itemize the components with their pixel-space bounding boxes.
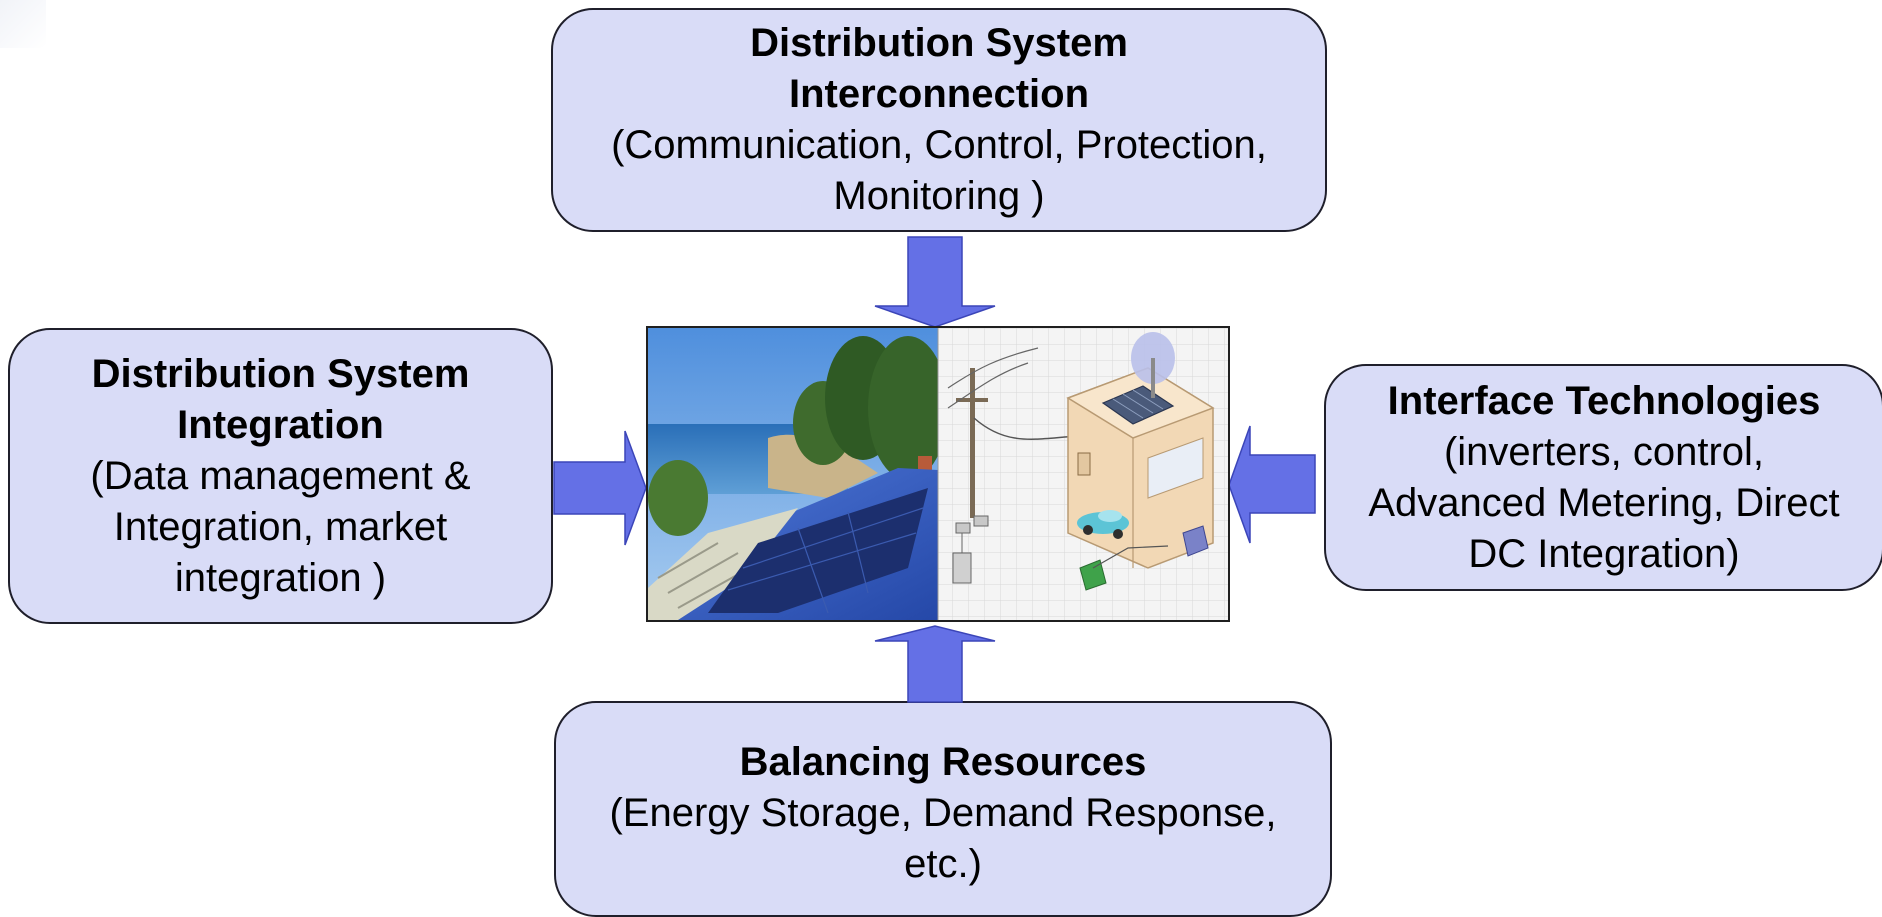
box-description: (Data management & Integration, market i… (90, 451, 470, 604)
title-line: Distribution System (750, 21, 1128, 65)
arrow-left-icon (1228, 425, 1316, 544)
center-image (646, 326, 1230, 622)
box-description: (inverters, control, Advanced Metering, … (1368, 427, 1839, 580)
box-balancing-resources: Balancing Resources (Energy Storage, Dem… (554, 701, 1332, 917)
arrow-down-icon (874, 236, 996, 328)
desc-line: (Data management & (90, 453, 471, 498)
box-title: Distribution System Integration (92, 349, 470, 451)
corner-logo-mark (0, 0, 46, 48)
box-title: Balancing Resources (740, 737, 1147, 788)
title-line: Integration (177, 402, 384, 447)
smart-home-illustration (937, 328, 1228, 620)
box-distribution-system-integration: Distribution System Integration (Data ma… (8, 328, 553, 624)
title-line: Interface Technologies (1387, 378, 1821, 423)
box-distribution-system-interconnection: Distribution System Interconnection (Com… (551, 8, 1327, 232)
desc-line: Integration, market (113, 504, 448, 549)
title-line: Distribution System (91, 351, 470, 396)
desc-line: (inverters, control, (1443, 429, 1765, 474)
solar-roof-photo (648, 328, 948, 620)
desc-line: (Communication, Control, Protection, (611, 123, 1267, 167)
box-description: (Energy Storage, Demand Response, etc.) (609, 788, 1276, 890)
desc-line: DC Integration) (1468, 531, 1740, 576)
arrow-up-icon (874, 625, 996, 703)
desc-line: Monitoring ) (833, 174, 1045, 218)
desc-line: integration ) (174, 555, 387, 600)
desc-line: etc.) (904, 842, 982, 886)
desc-line: Advanced Metering, Direct (1368, 480, 1840, 525)
box-title: Distribution System Interconnection (750, 18, 1128, 120)
box-title: Interface Technologies (1388, 376, 1821, 427)
box-description: (Communication, Control, Protection, Mon… (611, 120, 1267, 222)
title-line: Balancing Resources (739, 740, 1147, 784)
desc-line: (Energy Storage, Demand Response, (609, 791, 1277, 835)
box-interface-technologies: Interface Technologies (inverters, contr… (1324, 364, 1882, 591)
title-line: Interconnection (788, 72, 1090, 116)
arrow-right-icon (553, 430, 647, 546)
